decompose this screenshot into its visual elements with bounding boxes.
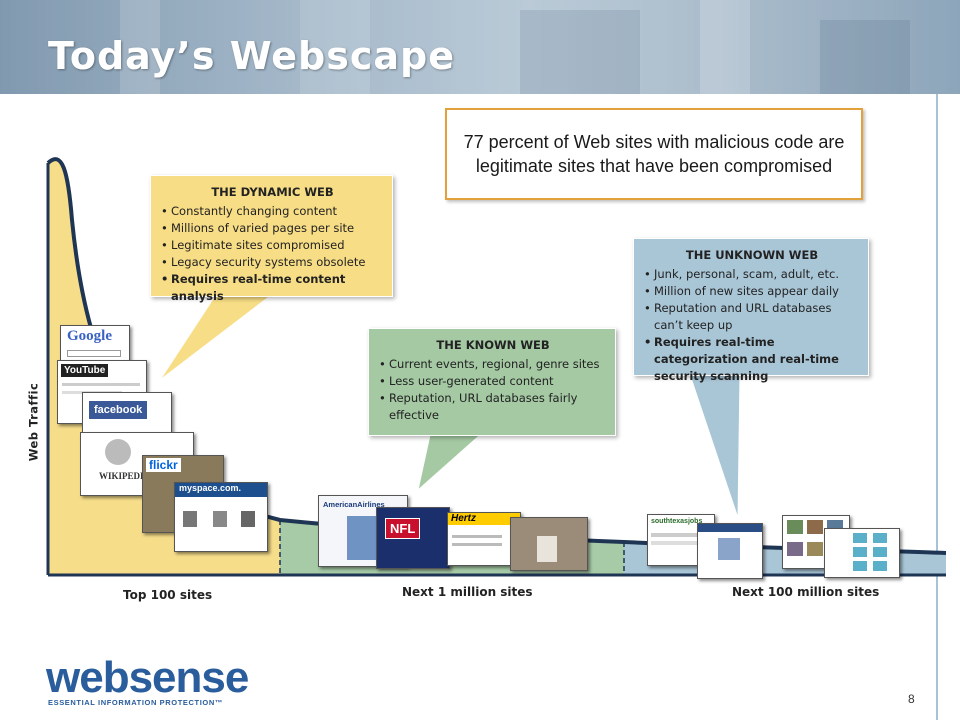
page-number: 8	[908, 692, 915, 706]
callout-item: Reputation and URL databases can’t keep …	[644, 300, 860, 334]
callout-item: Millions of varied pages per site	[161, 220, 384, 237]
callout-unknown-web: THE UNKNOWN WEB Junk, personal, scam, ad…	[633, 238, 869, 383]
news-site-thumbnail	[697, 523, 763, 579]
callout-heading: THE DYNAMIC WEB	[211, 185, 334, 199]
right-divider	[936, 94, 938, 720]
callout-heading: THE KNOWN WEB	[436, 338, 550, 352]
header-banner: Today’s Webscape	[0, 0, 960, 94]
callout-item: Requires real-time content analysis	[161, 271, 384, 305]
page-title: Today’s Webscape	[48, 34, 456, 78]
callout-item: Current events, regional, genre sites	[379, 356, 607, 373]
baseball-photo-thumbnail	[510, 517, 588, 571]
callout-item: Reputation, URL databases fairly effecti…	[379, 390, 607, 424]
callout-known-web: THE KNOWN WEB Current events, regional, …	[368, 328, 616, 436]
segment-label-next-100million: Next 100 million sites	[732, 585, 880, 599]
segment-label-top100: Top 100 sites	[123, 588, 213, 602]
y-axis-label: Web Traffic	[26, 382, 41, 462]
callout-item: Constantly changing content	[161, 203, 384, 220]
segment-label-next-million: Next 1 million sites	[402, 585, 533, 599]
callout-item: Requires real-time categorization and re…	[644, 334, 860, 385]
map-grid-thumbnail	[824, 528, 900, 578]
hertz-thumbnail: Hertz	[447, 512, 521, 566]
myspace-thumbnail: myspace.com.	[174, 482, 268, 552]
nfl-thumbnail: NFL	[376, 507, 450, 569]
callout-dynamic-web: THE DYNAMIC WEB Constantly changing cont…	[150, 175, 393, 303]
header-background-icon	[0, 0, 960, 94]
callout-pointer-known	[417, 434, 482, 492]
callout-item: Million of new sites appear daily	[644, 283, 860, 300]
websense-logo: websense	[46, 653, 249, 702]
callout-item: Less user-generated content	[379, 373, 607, 390]
statistic-box: 77 percent of Web sites with malicious c…	[445, 108, 863, 200]
callout-heading: THE UNKNOWN WEB	[685, 248, 819, 262]
callout-item: Legitimate sites compromised	[161, 237, 384, 254]
callout-item: Legacy security systems obsolete	[161, 254, 384, 271]
logo-tagline: ESSENTIAL INFORMATION PROTECTION™	[48, 698, 223, 707]
callout-pointer-dynamic	[159, 295, 272, 381]
callout-pointer-unknown	[689, 374, 741, 519]
callout-item: Junk, personal, scam, adult, etc.	[644, 266, 860, 283]
